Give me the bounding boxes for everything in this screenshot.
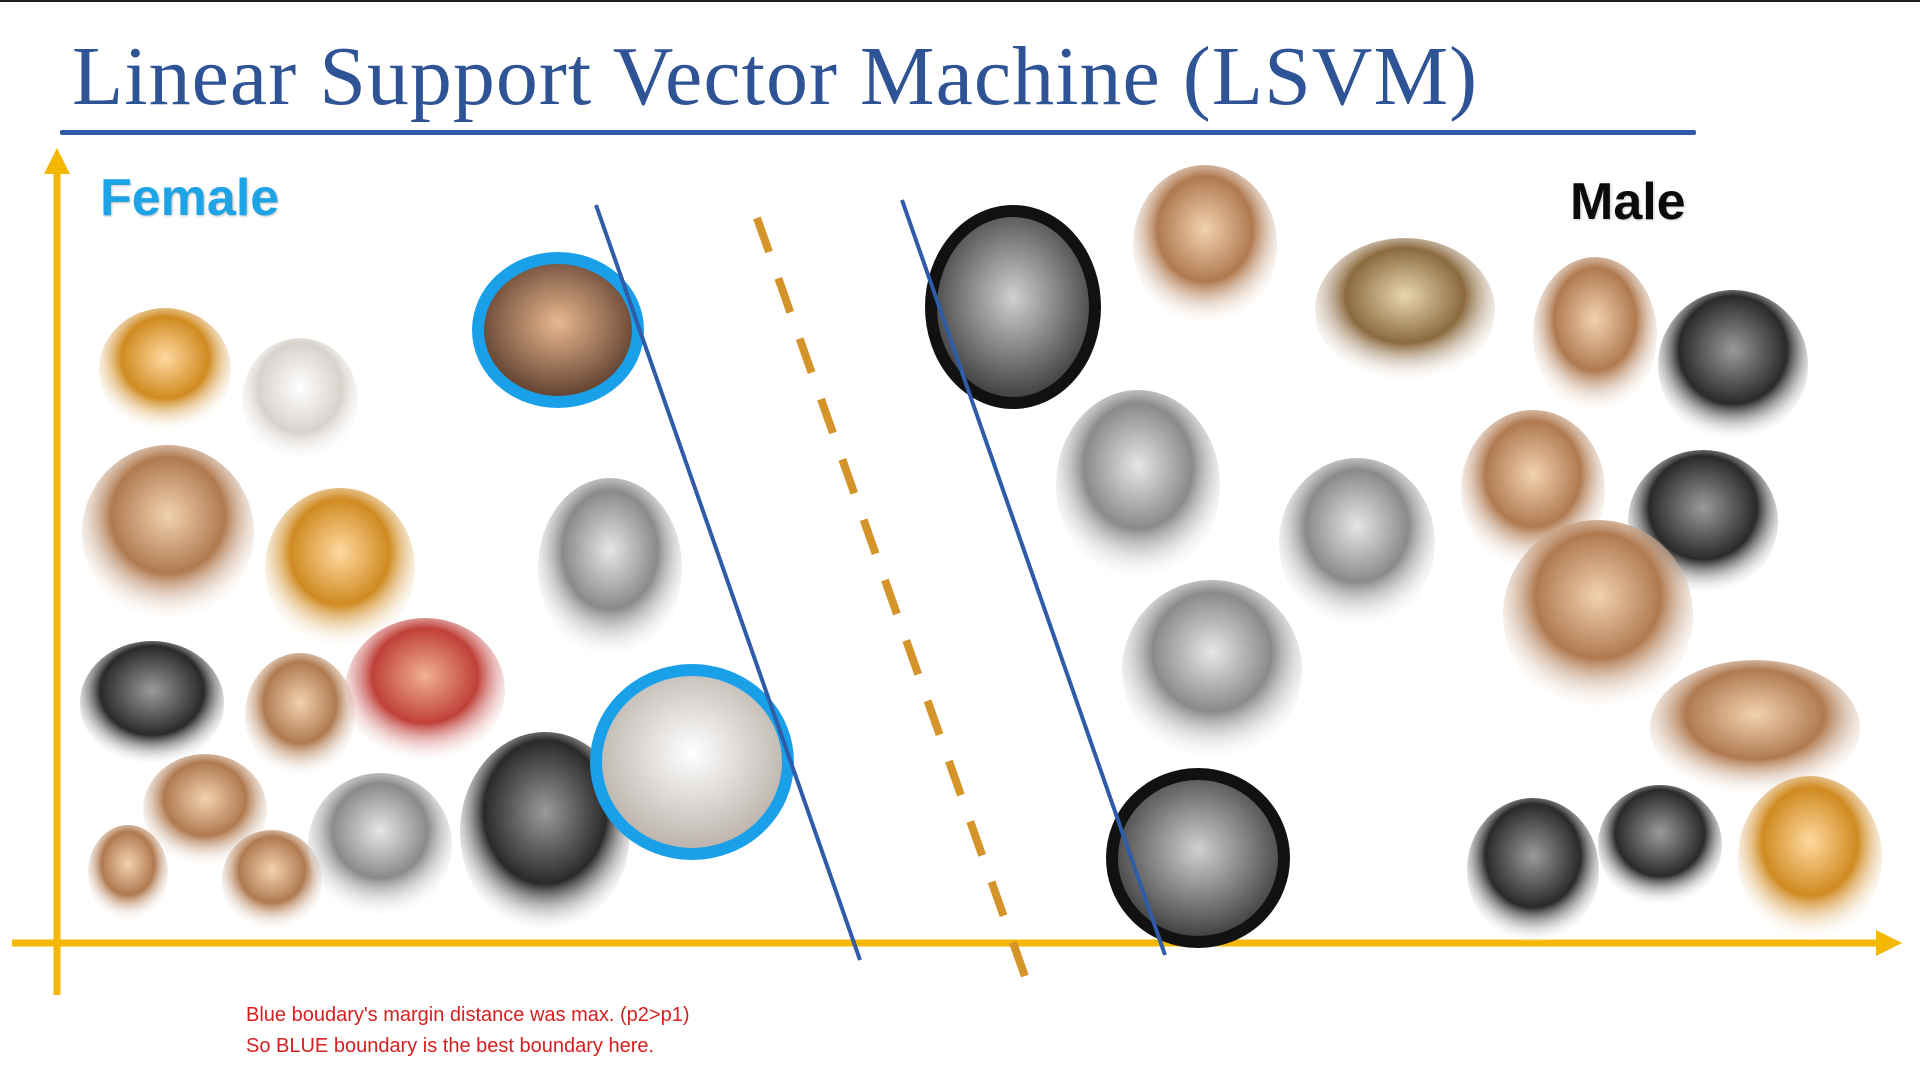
laughing-girl-photo xyxy=(222,830,322,930)
toddler-girl-photo xyxy=(88,825,168,921)
woman-hair-dryer-photo xyxy=(590,664,794,860)
caption-line-2: So BLUE boundary is the best boundary he… xyxy=(246,1035,655,1057)
red-haired-toddler-photo xyxy=(1738,776,1882,940)
male-class-label: Male xyxy=(1570,173,1686,231)
two-women-photo xyxy=(80,641,224,765)
young-woman-photo xyxy=(245,653,355,777)
y-axis-arrowhead xyxy=(44,148,70,174)
man-sitting-bw-photo xyxy=(1122,580,1302,760)
slide-title: Linear Support Vector Machine (LSVM) xyxy=(72,30,1479,123)
woman-with-fruit-basket-photo xyxy=(99,308,231,432)
margin-boundary-right xyxy=(900,199,1167,956)
caption-line-1: Blue boudary's margin distance was max. … xyxy=(246,1004,690,1026)
woman-with-neck-rings-photo xyxy=(82,445,254,621)
man-with-banana-photo xyxy=(1056,390,1220,580)
caption: Blue boudary's margin distance was max. … xyxy=(246,1000,886,1062)
title-underline xyxy=(60,130,1696,135)
elderly-man-white-hair-photo xyxy=(1133,165,1277,325)
elderly-woman-photo xyxy=(242,338,358,462)
woman-hand-on-face-photo xyxy=(472,252,644,408)
boy-with-hat-photo xyxy=(1598,785,1722,905)
laughing-woman-glasses-photo xyxy=(538,478,682,658)
young-man-bw-photo xyxy=(1279,458,1435,628)
woman-red-hair-photo xyxy=(345,618,505,762)
x-axis-arrowhead xyxy=(1876,930,1902,956)
female-class-label: Female xyxy=(100,169,280,227)
child-covering-face-photo xyxy=(1106,768,1290,948)
margin-boundary-left xyxy=(594,204,862,961)
smiling-girl-photo xyxy=(143,754,267,866)
man-with-cap-photo xyxy=(1533,257,1657,413)
hyperplane-dashed xyxy=(753,216,1032,987)
woman-blonde-hat-photo xyxy=(460,732,630,932)
top-border xyxy=(0,0,1920,2)
old-man-hands-face-photo xyxy=(1315,238,1495,382)
old-man-bw-photo xyxy=(1658,290,1808,440)
boys-group-photo xyxy=(1650,660,1860,796)
toddler-boy-photo xyxy=(1467,798,1599,942)
smiling-young-man-photo xyxy=(1503,520,1693,710)
old-man-bw-support-photo xyxy=(925,205,1101,409)
woman-with-headdress-photo xyxy=(265,488,415,648)
laughing-child-bw-photo xyxy=(308,773,452,917)
